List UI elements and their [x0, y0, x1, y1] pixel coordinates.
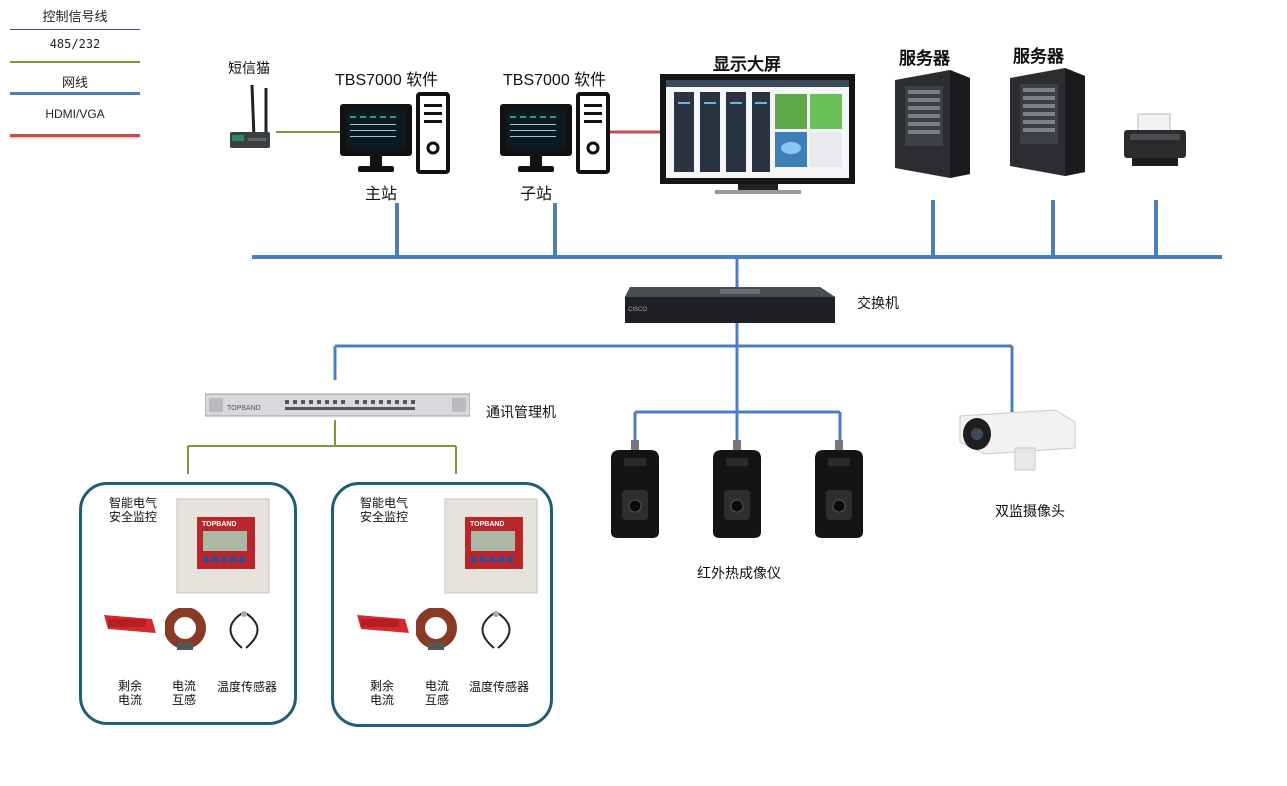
monitor-box-1-device-brand: TOPBAND: [202, 521, 236, 528]
monitor-box-1-sensor1-line2: 电流: [117, 693, 142, 707]
sub-station-label: 子站: [520, 186, 553, 203]
monitor-box-2-current-transformer-icon: [416, 608, 457, 650]
monitor-box-2-sensor1-line1: 剩余: [369, 679, 394, 693]
main-software-label: TBS7000 软件: [335, 72, 439, 89]
thermal-imager-2-icon: [713, 440, 761, 538]
server1-icon: [895, 70, 970, 178]
sms-cat-icon: [230, 84, 270, 148]
comm-manager-label: 通讯管理机: [486, 404, 556, 420]
legend-network-label: 网线: [61, 75, 88, 90]
display-label: 显示大屏: [713, 55, 781, 74]
server2-icon: [1010, 68, 1085, 176]
monitor-box-2-residual-current-icon: [357, 615, 409, 633]
server2-label: 服务器: [1013, 47, 1064, 66]
display-screen-icon: [660, 74, 855, 194]
switch-label: 交换机: [857, 295, 899, 311]
monitor-box-2-device-brand: TOPBAND: [470, 521, 504, 528]
switch-icon: CISCO: [625, 287, 835, 323]
legend-control-line: [10, 29, 140, 30]
monitor-box-1-current-transformer-icon: [165, 608, 206, 650]
monitor-box-1-device-icon: TOPBAND: [176, 498, 270, 594]
thermal-imager-3-icon: [815, 440, 863, 538]
monitor-box-2-temp-sensor-icon: [481, 611, 511, 649]
monitor-box-1-sensor2-line2: 互感: [171, 693, 196, 707]
monitor-box-1-sensor3: 温度传感器: [216, 680, 277, 694]
monitor-box-1-residual-current-icon: [104, 615, 156, 633]
dual-camera-label: 双监摄像头: [995, 503, 1065, 519]
sms-cat-label: 短信猫: [228, 60, 270, 76]
monitor-box-2-sensor3: 温度传感器: [468, 680, 529, 694]
rack-brand: TOPBAND: [227, 405, 261, 412]
legend-485-label: 485/232: [49, 37, 101, 51]
printer-icon: [1124, 113, 1186, 166]
legend-hdmi-label: HDMI/VGA: [45, 107, 105, 121]
sub-software-label: TBS7000 软件: [503, 72, 607, 89]
monitor-box-1: [79, 482, 297, 725]
monitor-box-2-title-line1: 智能电气: [359, 496, 408, 510]
switch-brand: CISCO: [628, 307, 647, 313]
monitor-box-2-sensor2-line1: 电流: [424, 679, 449, 693]
dual-camera-icon: [959, 409, 1076, 471]
legend-network-line: [10, 92, 140, 95]
monitor-box-2-sensor2-line2: 互感: [424, 693, 449, 707]
legend-control-label: 控制信号线: [42, 9, 108, 24]
main-station-computer-icon: [340, 92, 450, 174]
thermal-imager-1-icon: [611, 440, 659, 538]
monitor-box-1-title-line2: 安全监控: [108, 510, 157, 524]
sub-station-computer-icon: [500, 92, 610, 174]
main-station-label: 主站: [365, 186, 398, 203]
monitor-box-2-device-icon: TOPBAND: [444, 498, 538, 594]
monitor-box-1-temp-sensor-icon: [229, 611, 259, 649]
monitor-box-1-sensor1-line1: 剩余: [117, 679, 142, 693]
monitor-box-2-sensor1-line2: 电流: [369, 693, 394, 707]
monitor-box-2-title-line2: 安全监控: [359, 510, 408, 524]
server1-label: 服务器: [899, 49, 950, 68]
legend-hdmi-line: [10, 134, 140, 137]
legend-485-line: [10, 61, 140, 63]
monitor-box-1-title-line1: 智能电气: [108, 496, 157, 510]
thermal-imager-label: 红外热成像仪: [697, 565, 781, 581]
monitor-box-2: [331, 482, 553, 727]
comm-manager-icon: TOPBAND: [205, 393, 470, 417]
monitor-box-1-sensor2-line1: 电流: [171, 679, 196, 693]
